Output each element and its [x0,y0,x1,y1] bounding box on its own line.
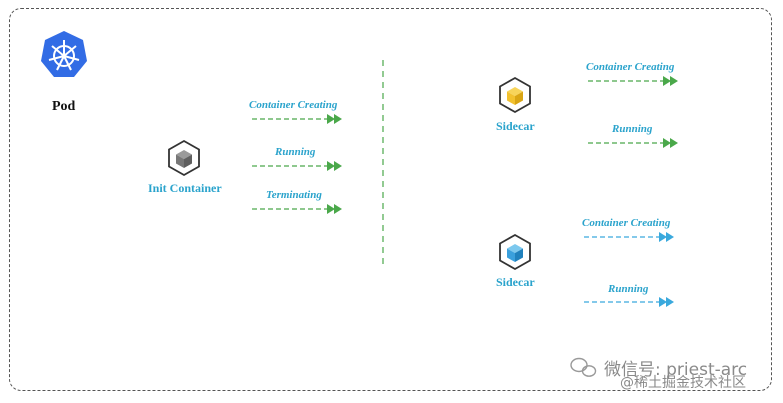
init-arrow-1 [252,114,342,124]
pod-label: Pod [52,99,76,114]
pod-boundary [9,8,772,391]
init-state-container-creating: Container Creating [249,99,338,111]
sidecar-a-state-running: Running [612,123,653,135]
init-arrow-3 [252,204,342,214]
sidecar-b-cube-icon [499,233,531,271]
sidecar-b-state-running: Running [608,283,649,295]
sidecar-a-state-container-creating: Container Creating [586,61,675,73]
sidecar-b-label: Sidecar [496,275,535,289]
init-state-terminating: Terminating [266,189,322,201]
sidecar-b-arrow-2 [584,297,674,307]
watermark-wechat-id: 微信号: priest-arc [604,360,748,380]
init-arrow-2 [252,161,342,171]
wechat-icon [570,357,597,377]
init-container-cube-icon [168,139,200,177]
watermark-community: @稀土掘金技术社区 [620,375,746,391]
sidecar-a-cube-icon [499,76,531,114]
sidecar-b-state-container-creating: Container Creating [582,217,671,229]
init-state-running: Running [275,146,316,158]
sidecar-a-arrow-1 [588,76,678,86]
sidecar-a-label: Sidecar [496,119,535,133]
sidecar-b-arrow-1 [584,232,674,242]
sidecar-a-arrow-2 [588,138,678,148]
kubernetes-icon [41,31,87,77]
init-container-label: Init Container [148,181,222,195]
